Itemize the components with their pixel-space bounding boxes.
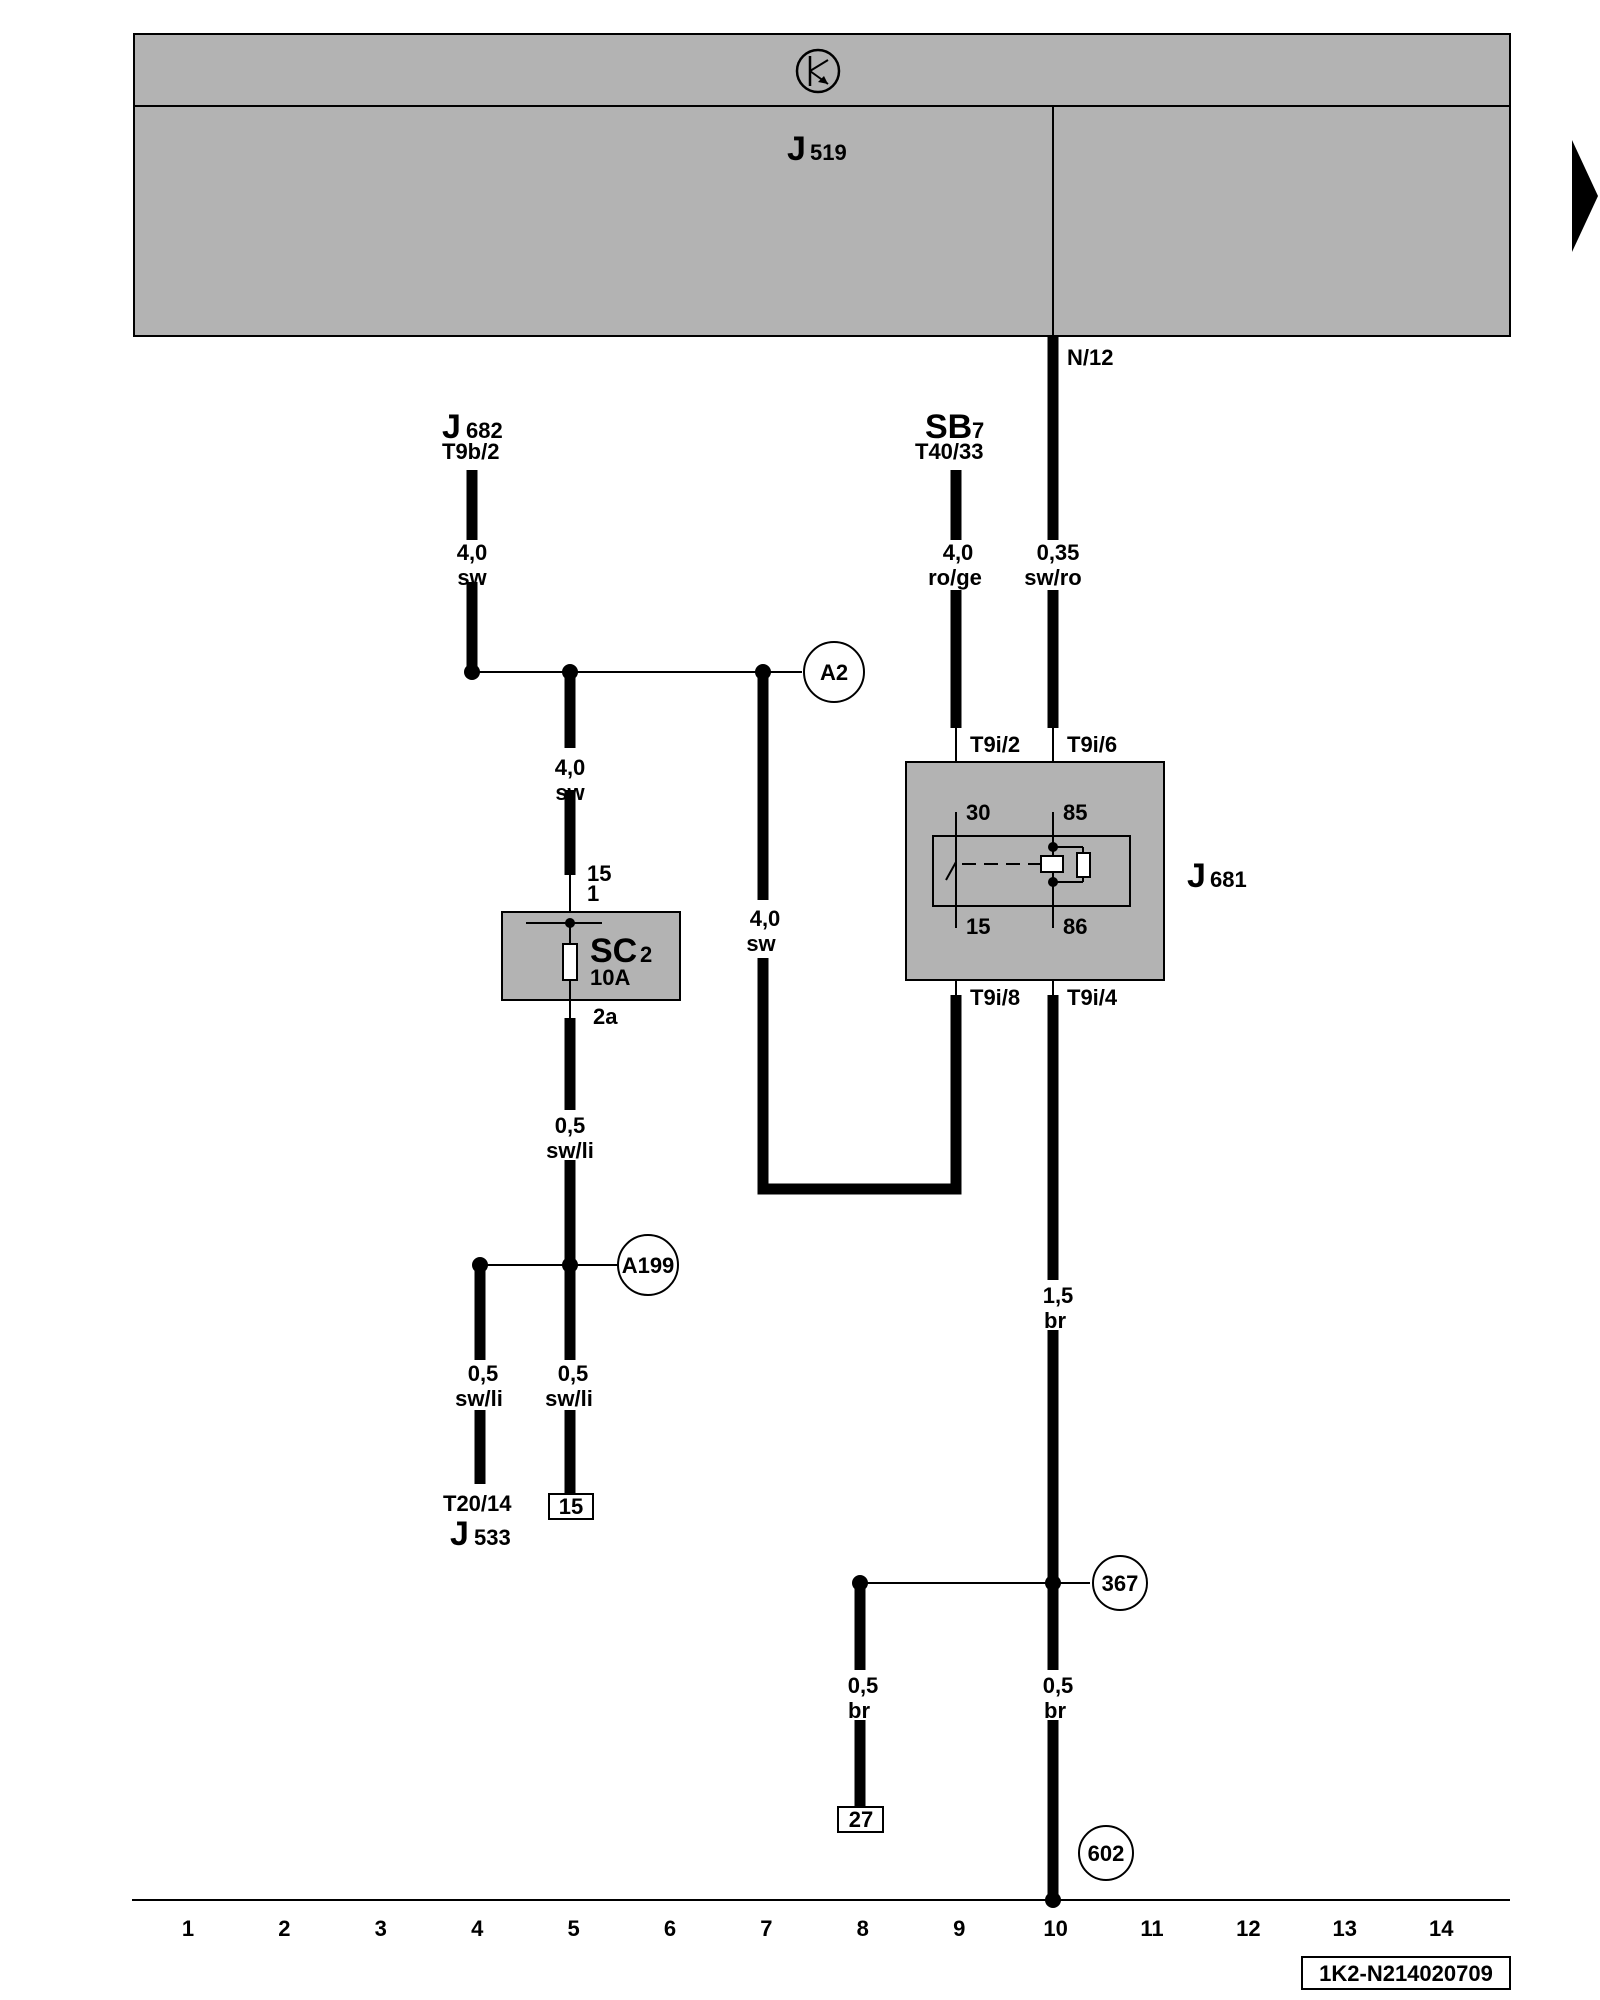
fuse-sc2: SC 2 10A: [501, 911, 681, 1018]
connection-a199-label: A199: [622, 1253, 675, 1278]
sb7-label: SB: [925, 408, 972, 446]
wire-size-label: 0,35: [1037, 540, 1080, 565]
sc2-label: SC: [590, 932, 637, 970]
wire-size-label: 0,5: [555, 1113, 586, 1138]
sb7-subscript: 7: [972, 418, 984, 443]
current-track-number: 11: [1140, 1916, 1163, 1941]
current-track-number: 1: [182, 1916, 194, 1941]
wire-color-label: sw/ro: [1024, 565, 1081, 590]
current-track-number: 7: [760, 1916, 772, 1941]
sc2-pin-15: 15: [587, 861, 611, 886]
wire-size-label: 1,5: [1043, 1283, 1074, 1308]
current-track-number: 3: [375, 1916, 387, 1941]
sb7-pin-label: T40/33: [915, 439, 984, 464]
j533-label: J: [450, 1515, 469, 1553]
relay-j681: J 681: [905, 761, 1247, 981]
n12-pin-label: N/12: [1067, 345, 1113, 370]
wire-color-label: br: [1044, 1308, 1066, 1333]
j681-subscript: 681: [1210, 867, 1247, 892]
j681-relay-pin: 85: [1063, 800, 1087, 825]
wire-color-label: sw/li: [546, 1138, 594, 1163]
sc2-rating: 10A: [590, 965, 630, 990]
j681-label: J: [1187, 857, 1206, 895]
wire-color-label: sw: [457, 565, 487, 590]
sc2-pin-1: 1: [587, 881, 599, 906]
wire-size-label: 0,5: [1043, 1673, 1074, 1698]
next-page-arrow-icon[interactable]: [1572, 140, 1598, 252]
sc2-pin-2a: 2a: [593, 1004, 618, 1029]
junction-dot: [464, 664, 480, 680]
sc2-subscript: 2: [640, 942, 652, 967]
connection-a2[interactable]: A2: [803, 641, 865, 703]
current-track-number: 13: [1333, 1916, 1357, 1941]
j681-relay-pin: 15: [966, 914, 990, 939]
terminal-15: 15: [548, 1493, 594, 1520]
document-id-box: 1K2-N214020709: [1301, 1956, 1511, 1990]
connection-602-label: 602: [1088, 1841, 1125, 1866]
document-id: 1K2-N214020709: [1319, 1961, 1493, 1986]
wire-color-label: sw: [746, 931, 776, 956]
current-track-number: 8: [857, 1916, 869, 1941]
connection-367-label: 367: [1102, 1571, 1139, 1596]
current-track-number: 4: [471, 1916, 484, 1941]
j682-subscript: 682: [466, 418, 503, 443]
current-track-number: 14: [1429, 1916, 1454, 1941]
wire-size-label: 0,5: [468, 1361, 499, 1386]
wire-size-label: 0,5: [848, 1673, 879, 1698]
wire-color-label: ro/ge: [928, 565, 982, 590]
wire-color-label: sw/li: [455, 1386, 503, 1411]
current-track-number: 5: [567, 1916, 579, 1941]
current-track-number: 10: [1043, 1916, 1067, 1941]
connection-a2-label: A2: [820, 660, 848, 685]
j533-subscript: 533: [474, 1525, 511, 1550]
current-track-number: 2: [278, 1916, 290, 1941]
control-unit-j519: J 519: [133, 33, 1511, 337]
current-track-number: 6: [664, 1916, 676, 1941]
wire-color-label: sw: [555, 780, 585, 805]
j681-relay-pin: 30: [966, 800, 990, 825]
j519-label: J: [787, 130, 806, 168]
j681-relay-pin: 86: [1063, 914, 1087, 939]
j682-label: J: [442, 408, 461, 446]
wire-size-label: 0,5: [558, 1361, 589, 1386]
terminal-27-label: 27: [849, 1807, 873, 1832]
wire-size-label: 4,0: [943, 540, 974, 565]
j681-connector-pin: T9i/4: [1067, 985, 1118, 1010]
wire-size-label: 4,0: [457, 540, 488, 565]
terminal-27: 27: [837, 1806, 884, 1833]
wire-size-label: 4,0: [555, 755, 586, 780]
j533-pin-label: T20/14: [443, 1491, 512, 1516]
wire-size-label: 4,0: [750, 906, 781, 931]
j682-pin-label: T9b/2: [442, 439, 499, 464]
j681-connector-pin: T9i/6: [1067, 732, 1117, 757]
wire-color-label: sw/li: [545, 1386, 593, 1411]
connection-367[interactable]: 367: [1092, 1555, 1148, 1611]
wire-color-label: br: [848, 1698, 870, 1723]
connection-602[interactable]: 602: [1078, 1825, 1134, 1881]
current-track-number: 9: [953, 1916, 965, 1941]
j681-connector-pin: T9i/8: [970, 985, 1020, 1010]
ground-arrow-icon: [795, 48, 841, 94]
j519-subscript: 519: [810, 140, 847, 165]
wire-color-label: br: [1044, 1698, 1066, 1723]
j681-connector-pin: T9i/2: [970, 732, 1020, 757]
current-track-number: 12: [1236, 1916, 1260, 1941]
connection-a199[interactable]: A199: [617, 1234, 679, 1296]
terminal-15-label: 15: [559, 1494, 583, 1519]
